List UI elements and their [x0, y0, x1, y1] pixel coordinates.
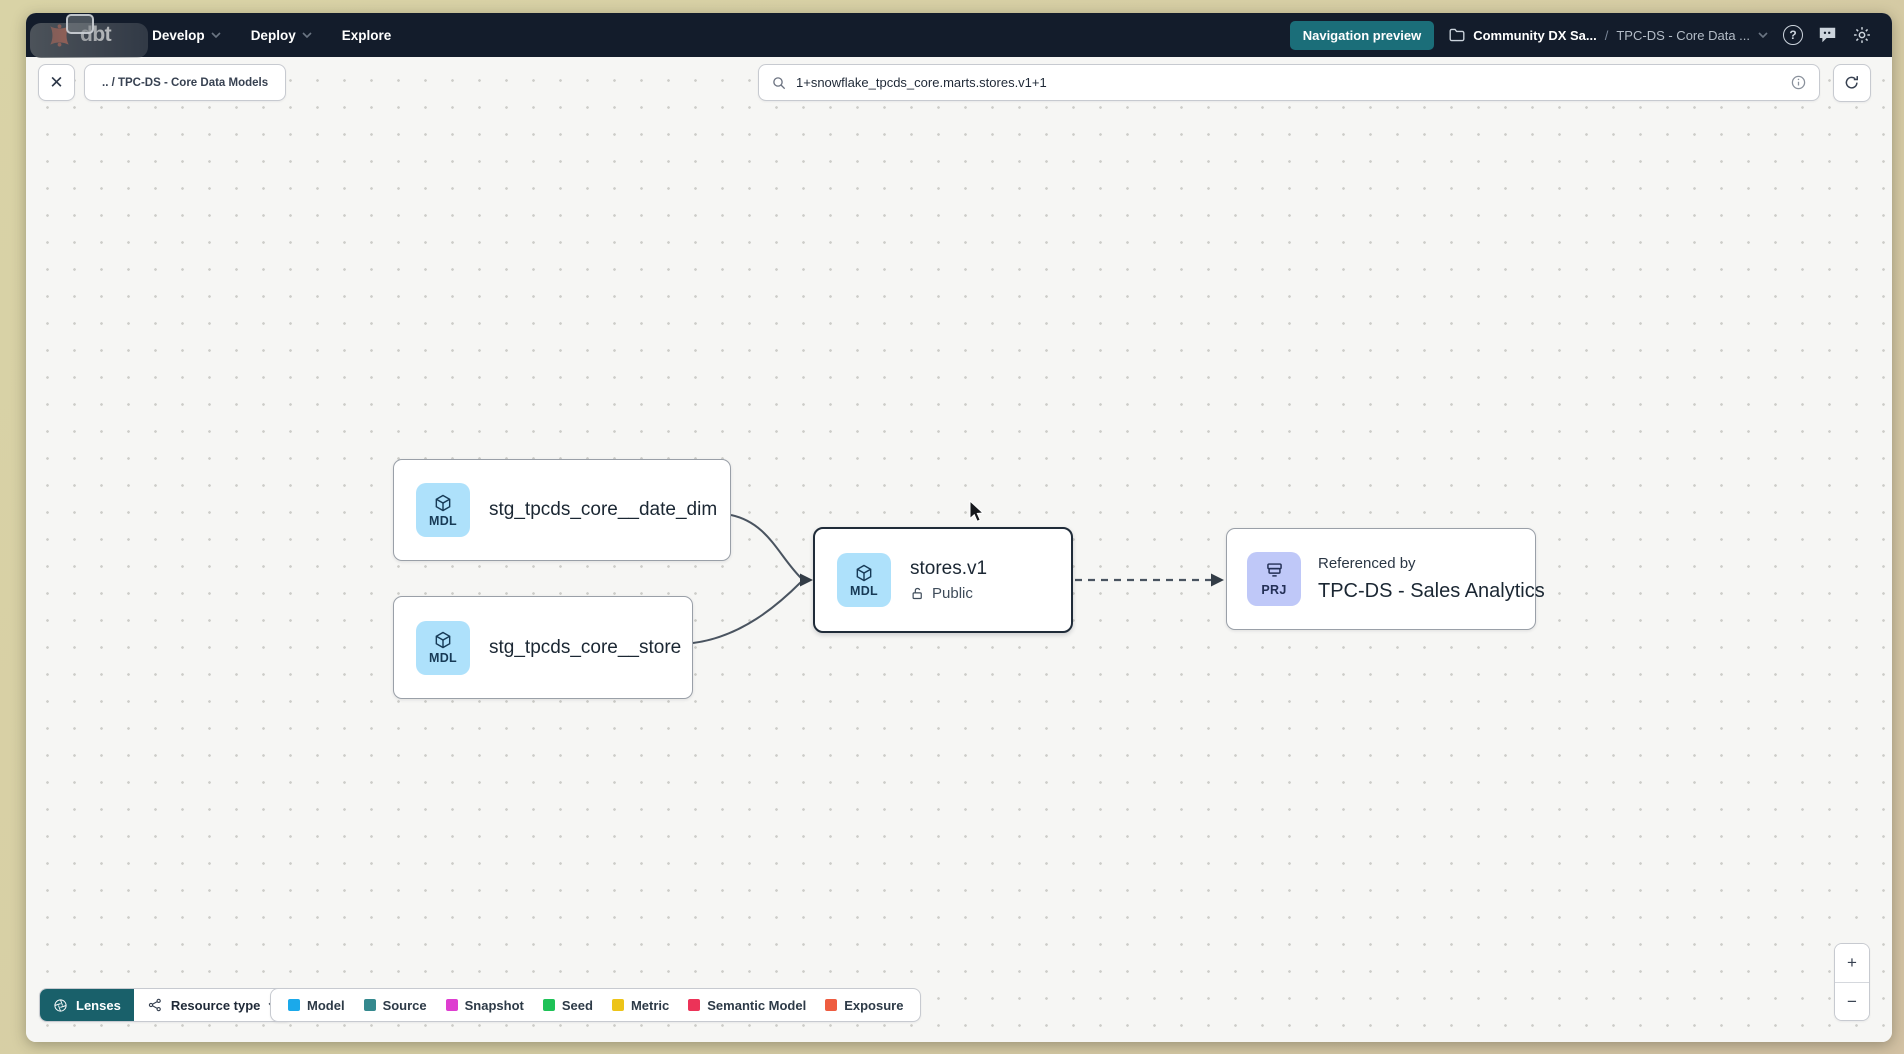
- model-resource-badge: MDL: [837, 553, 891, 607]
- badge-label: MDL: [850, 583, 878, 598]
- legend-swatch: [363, 999, 376, 1011]
- badge-label: MDL: [429, 513, 457, 528]
- resource-type-legend: Model Source Snapshot Seed Metric Semant…: [270, 988, 922, 1022]
- arrowhead-into-project: [1211, 573, 1224, 587]
- legend-item-snapshot: Snapshot: [445, 997, 524, 1013]
- zoom-controls: + −: [1834, 943, 1870, 1021]
- legend-item-metric: Metric: [611, 997, 670, 1013]
- resource-graph-icon: [148, 998, 161, 1012]
- node-label: stores.v1: [910, 558, 988, 579]
- access-label: Public: [932, 585, 973, 602]
- mini-window-icon: [66, 14, 94, 34]
- legend-swatch: [445, 999, 458, 1011]
- cube-icon: [856, 564, 872, 581]
- lens-aperture-icon: [54, 998, 67, 1012]
- legend-item-exposure: Exposure: [825, 998, 903, 1013]
- refresh-icon: [1845, 76, 1858, 89]
- badge-label: MDL: [429, 651, 457, 665]
- menu-develop[interactable]: Develop: [137, 13, 236, 57]
- legend-swatch: [288, 999, 300, 1011]
- legend-label: Snapshot: [464, 997, 524, 1013]
- archive-box-icon: [1266, 563, 1282, 577]
- node-label: stg_tpcds_core__date_dim: [489, 499, 718, 520]
- legend-label: Seed: [561, 997, 593, 1013]
- folder-icon: [1449, 28, 1465, 42]
- cube-icon: [435, 631, 451, 649]
- app-window: dbt Develop Deploy Explore Navigation pr…: [26, 13, 1892, 1042]
- mouse-cursor: [969, 500, 985, 522]
- breadcrumb-section: TPC-DS - Core Data ...: [1616, 27, 1750, 43]
- lineage-search-bar: [758, 64, 1820, 101]
- lineage-breadcrumb-chip[interactable]: .. / TPC-DS - Core Data Models: [84, 64, 287, 101]
- settings-gear-icon[interactable]: [1852, 25, 1872, 45]
- node-label: TPC-DS - Sales Analytics: [1318, 580, 1545, 602]
- resource-type-label: Resource type: [170, 997, 261, 1013]
- selector-input[interactable]: [796, 75, 1781, 90]
- screen-share-overlay: [30, 14, 148, 58]
- access-level: Public: [910, 585, 987, 602]
- legend-label: Source: [382, 997, 427, 1013]
- node-label: stg_tpcds_core__store: [489, 636, 682, 658]
- node-stg-tpcds-core-store[interactable]: MDL stg_tpcds_core__store: [393, 596, 693, 699]
- legend-item-model: Model: [288, 998, 345, 1013]
- view-controls-group: Lenses Resource type: [39, 988, 294, 1022]
- legend-item-semantic-model: Semantic Model: [688, 998, 806, 1013]
- legend-swatch: [825, 999, 838, 1011]
- menu-deploy[interactable]: Deploy: [236, 13, 327, 57]
- topbar-right-cluster: Navigation preview Community DX Sa... / …: [1289, 20, 1872, 50]
- node-stores-v1-selected[interactable]: MDL stores.v1 Public: [813, 527, 1073, 633]
- node-referenced-by-project[interactable]: PRJ Referenced by TPC-DS - Sales Analyti…: [1226, 528, 1545, 630]
- legend-swatch: [611, 999, 624, 1011]
- legend-item-source: Source: [363, 997, 427, 1013]
- zoom-in-button[interactable]: +: [1835, 944, 1869, 982]
- menu-explore-label: Explore: [341, 27, 392, 43]
- chevron-down-icon: [302, 32, 312, 38]
- menu-explore[interactable]: Explore: [327, 13, 407, 57]
- search-icon: [773, 76, 786, 89]
- legend-swatch: [542, 999, 555, 1011]
- zoom-out-button[interactable]: −: [1835, 982, 1869, 1020]
- resource-type-dropdown[interactable]: Resource type: [133, 989, 293, 1021]
- legend-swatch: [688, 999, 701, 1011]
- legend-label: Metric: [630, 997, 670, 1013]
- legend-item-seed: Seed: [542, 997, 593, 1013]
- info-icon[interactable]: [1790, 74, 1807, 91]
- referenced-by-caption: Referenced by: [1318, 555, 1416, 572]
- feedback-icon[interactable]: [1818, 26, 1837, 44]
- legend-label: Semantic Model: [707, 997, 807, 1013]
- project-resource-badge: PRJ: [1247, 552, 1301, 606]
- legend-label: Exposure: [844, 997, 904, 1013]
- lineage-breadcrumb-label: .. / TPC-DS - Core Data Models: [102, 76, 269, 89]
- unlock-icon: [912, 587, 922, 600]
- model-resource-badge: MDL: [416, 483, 470, 537]
- menu-deploy-label: Deploy: [250, 27, 296, 43]
- close-lineage-button[interactable]: ✕: [38, 64, 75, 101]
- badge-label: PRJ: [1261, 583, 1287, 597]
- lineage-canvas[interactable]: ✕ .. / TPC-DS - Core Data Models: [26, 57, 1892, 1042]
- arrowhead-into-stores: [800, 573, 813, 587]
- menu-develop-label: Develop: [152, 27, 205, 43]
- breadcrumb[interactable]: Community DX Sa... / TPC-DS - Core Data …: [1449, 28, 1768, 43]
- chevron-down-icon: [1758, 32, 1768, 38]
- breadcrumb-project: Community DX Sa...: [1473, 27, 1597, 43]
- legend-label: Model: [307, 997, 345, 1013]
- top-navigation-bar: dbt Develop Deploy Explore Navigation pr…: [26, 13, 1892, 57]
- lenses-button[interactable]: Lenses: [40, 989, 134, 1021]
- close-icon: ✕: [49, 72, 64, 92]
- refresh-lineage-button[interactable]: [1833, 64, 1871, 102]
- model-resource-badge: MDL: [416, 620, 470, 675]
- chevron-down-icon: [211, 32, 221, 38]
- cube-icon: [435, 494, 451, 511]
- lenses-label: Lenses: [76, 997, 121, 1013]
- breadcrumb-separator: /: [1604, 27, 1609, 43]
- navigation-preview-badge[interactable]: Navigation preview: [1289, 20, 1435, 50]
- node-stg-tpcds-core-date-dim[interactable]: MDL stg_tpcds_core__date_dim: [393, 459, 731, 561]
- help-icon[interactable]: ?: [1783, 25, 1803, 45]
